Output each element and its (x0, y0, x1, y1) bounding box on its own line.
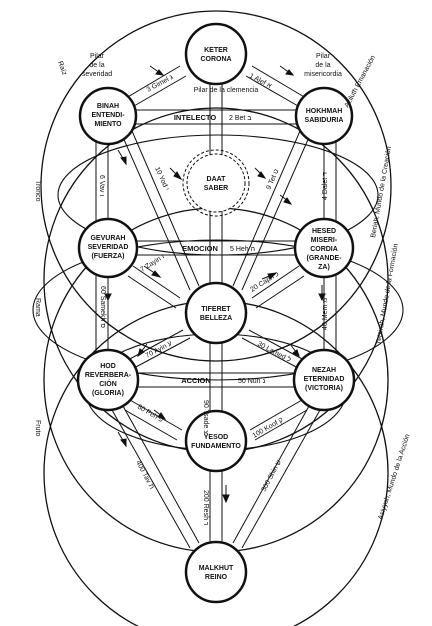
emotion-path-label: 5 Heh ה (230, 246, 255, 253)
hesed-meaning-2: CORDIA (310, 246, 338, 253)
pillar-severity-1: Pilar (90, 53, 105, 60)
tree-trunk-label: Tronco (34, 180, 41, 202)
tree-root-label: Raíz (56, 60, 68, 76)
pillar-severity-2: de la (89, 62, 104, 69)
sefira-binah: BINAH ENTENDI- MIENTO (78, 86, 138, 146)
action-label: ACCION (181, 376, 211, 385)
tiferet-name: TIFERET (201, 306, 231, 313)
hesed-meaning-3: (GRANDE- (307, 255, 343, 262)
hesed-name: HESED (312, 228, 336, 235)
hod-name: HOD (100, 363, 116, 370)
path-dalet-label: 4 Dalet ד (322, 172, 329, 200)
hod-meaning-3: (GLORIA) (92, 390, 124, 397)
emotion-label: EMOCION (182, 244, 218, 253)
binah-meaning-1: ENTENDI- (91, 112, 125, 119)
gevurah-meaning-2: (FUERZA) (91, 253, 124, 260)
sefira-keter: KETER CORONA (184, 22, 248, 86)
path-tet-label: 9 Tet ט (265, 168, 280, 191)
nezah-meaning-2: (VICTORIA) (305, 385, 343, 392)
gevurah-name: GEVURAH (90, 235, 125, 242)
intellect-path-label: 2 Bet ב (229, 115, 251, 122)
keter-name: KETER (204, 47, 228, 54)
world-circle-emanation (40, 10, 392, 362)
world-emanation-label: Aziluth Emanación (344, 54, 377, 109)
nezah-name: NEZAH (312, 367, 336, 374)
tree-fruit-label: Fruto (34, 420, 41, 436)
malkhut-meaning: REINO (205, 574, 228, 581)
sefira-nezah: NEZAH ETERNIDAD (VICTORIA) (292, 348, 356, 412)
tree-part-labels: Raíz Tronco Rama Fruto (34, 60, 68, 436)
path-yod-label: 10 Yod י (153, 166, 170, 192)
keter-meaning: CORONA (200, 56, 231, 63)
malkhut-name: MALKHUT (199, 565, 234, 572)
path-samekh-label: 60 Samekh ס (99, 286, 106, 328)
path-tav-label: 400 Tav ת (134, 460, 155, 491)
nezah-meaning-1: ETERNIDAD (304, 376, 345, 383)
path-mem-label: 40 Mem מ (322, 298, 329, 330)
world-action-label: Asiyyah, Mundo de la Acción (377, 433, 411, 520)
intellect-label: INTELECTO (174, 113, 217, 122)
hod-meaning-1: REVERBERA- (85, 372, 132, 379)
bar-labels: INTELECTO 2 Bet ב EMOCION 5 Heh ה ACCION… (174, 113, 266, 385)
path-shin-label: 300 Shin ש (261, 459, 283, 493)
sefira-gevurah: GEVURAH SEVERIDAD (FUERZA) (77, 217, 139, 279)
path-vav-label: 6 Vav ו (98, 175, 105, 196)
yesod-name: YESOD (204, 434, 229, 441)
hod-meaning-2: CIÓN (99, 379, 117, 388)
path-resh-label: 200 Resh ר (202, 490, 209, 526)
hokhmah-name: HOKHMAH (306, 108, 343, 115)
hesed-meaning-4: ZA) (318, 264, 330, 271)
sefira-hod: HOD REVERBERA- CIÓN (GLORIA) (76, 348, 140, 412)
sefira-malkhut: MALKHUT REINO (184, 540, 248, 604)
sefira-tiferet: TIFERET BELLEZA (184, 281, 248, 345)
yesod-meaning: FUNDAMENTO (191, 443, 241, 450)
world-formation-label: Yetzirah, Mundo de la Formación (375, 243, 400, 345)
binah-name: BINAH (97, 103, 119, 110)
pillar-mercy-1: Pilar (316, 53, 331, 60)
daat-meaning: SABER (204, 185, 229, 192)
daat-name: DAAT (207, 176, 227, 183)
pillar-labels: Pilar de la severidad Pilar de la miseri… (82, 53, 342, 94)
middle-ellipse (32, 239, 404, 381)
sefira-yesod: YESOD FUNDAMENTO (184, 409, 248, 473)
pillar-severity-3: severidad (82, 71, 112, 78)
sefira-daat: DAAT SABER (182, 149, 250, 217)
action-path-label: 50 Nun נ (238, 378, 266, 385)
path-tsade-label: 90 Tsade צ (202, 400, 209, 434)
tiferet-meaning: BELLEZA (200, 315, 232, 322)
world-creation-label: Beriah, Mundo de la Creación (370, 146, 393, 239)
hokhmah-meaning: SABIDURIA (305, 117, 344, 124)
world-labels: Aziluth Emanación Beriah, Mundo de la Cr… (344, 54, 412, 520)
hesed-meaning-1: MISERI- (311, 237, 338, 244)
diagonal-paths (111, 65, 321, 549)
sefira-hesed: HESED MISERI- CORDIA (GRANDE- ZA) (293, 217, 355, 279)
flow-arrows (104, 65, 326, 504)
pillar-mercy-2: de la (315, 62, 330, 69)
gevurah-meaning-1: SEVERIDAD (88, 244, 129, 251)
binah-meaning-2: MIENTO (94, 121, 122, 128)
pillar-mercy-3: misericordia (304, 71, 342, 78)
pillar-clemency: Pilar de la clemencia (194, 87, 259, 94)
sefira-hokhmah: HOKHMAH SABIDURIA (294, 86, 354, 146)
tree-branch-label: Rama (34, 298, 41, 317)
path-zayin-label: 7 Zayin ז (139, 253, 166, 274)
